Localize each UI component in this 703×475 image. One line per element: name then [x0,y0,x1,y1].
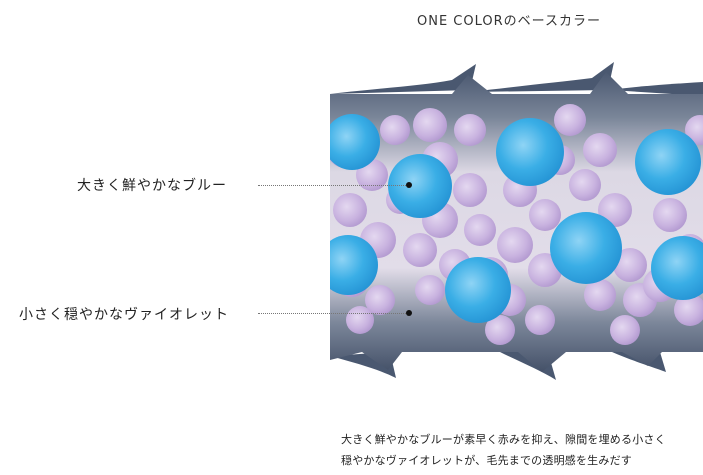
label-blue-particle: 大きく鮮やかなブルー [77,178,227,194]
violet-particle [610,315,640,345]
blue-particle [445,257,511,323]
violet-particle [403,233,437,267]
violet-particle [346,306,374,334]
hair-strand-top-mid [470,62,614,92]
violet-particle [415,275,445,305]
violet-particle [333,193,367,227]
blue-particle [330,235,378,295]
violet-particle [569,169,601,201]
leader-line-violet [258,313,408,314]
violet-particle [583,133,617,167]
description: 大きく鮮やかなブルーが素早く赤みを抑え、隙間を埋める小さく 穏やかなヴァイオレッ… [341,429,666,471]
leader-line-blue [258,185,408,186]
blue-particle [651,236,703,300]
violet-particle [464,214,496,246]
blue-particle [496,118,564,186]
pointer-dot-violet [406,310,412,316]
violet-particle [584,279,616,311]
label-violet-particle: 小さく穏やかなヴァイオレット [19,307,229,323]
violet-particle [529,199,561,231]
violet-particle [453,173,487,207]
violet-particle [525,305,555,335]
violet-particle [497,227,533,263]
violet-particle [685,115,703,145]
blue-particle [388,154,452,218]
violet-particle [380,115,410,145]
violet-particle [413,108,447,142]
blue-particle [330,114,380,170]
pointer-dot-blue [406,182,412,188]
violet-particle [485,315,515,345]
violet-particle [365,285,395,315]
hair-strand-top-left [330,64,476,94]
description-line-2: 穏やかなヴァイオレットが、毛先までの透明感を生みだす [341,454,632,467]
description-line-1: 大きく鮮やかなブルーが素早く赤みを抑え、隙間を埋める小さく [341,433,666,446]
violet-particle [653,198,687,232]
blue-particle [635,129,701,195]
blue-particle [550,212,622,284]
violet-particle [454,114,486,146]
violet-particle [674,294,703,326]
hair-strand-top-right [610,82,703,96]
violet-particle [613,248,647,282]
diagram-title: ONE COLORのベースカラー [417,14,602,29]
violet-particle [554,104,586,136]
hair-band [330,72,703,372]
